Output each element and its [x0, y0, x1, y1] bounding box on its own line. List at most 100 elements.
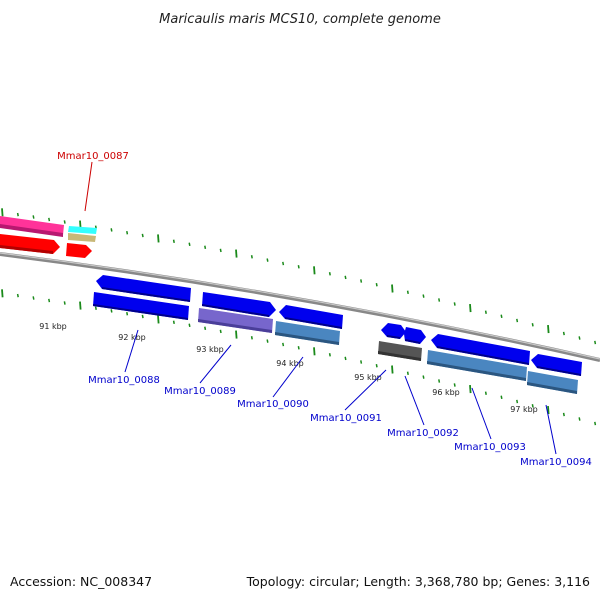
- gene-feature-mmar10-0093-steel[interactable]: [427, 350, 527, 381]
- inner-tick: [94, 306, 97, 310]
- outer-tick: [188, 242, 191, 247]
- genome-backbone-highlight: [0, 252, 600, 360]
- feature-steel-0094: [527, 371, 578, 394]
- outer-tick: [157, 234, 160, 243]
- outer-tick: [250, 255, 253, 259]
- gene-label-mmar10-0092[interactable]: Mmar10_0092: [387, 428, 459, 439]
- outer-tick: [594, 340, 597, 345]
- feature-purple-0089-shade: [198, 319, 272, 333]
- kbp-label-97: 97 kbp: [510, 405, 538, 414]
- genome-title: Maricaulis maris MCS10, complete genome: [159, 12, 441, 27]
- outer-tick: [484, 310, 487, 314]
- inner-tick: [204, 326, 207, 331]
- feature-gray-0091: [378, 341, 422, 361]
- feature-blue-0093a-shade: [437, 346, 529, 365]
- gene-feature-mmar10-0089-purple[interactable]: [198, 308, 273, 333]
- outer-tick: [516, 318, 519, 323]
- outer-tick: [219, 248, 222, 253]
- outer-tick: [282, 261, 285, 266]
- feature-blue-0089a-shade: [202, 304, 269, 317]
- gene-arrow-red-1[interactable]: [0, 234, 60, 254]
- feature-pink-top: [0, 216, 64, 235]
- gene-arrow-mmar10-0088-bottom[interactable]: [93, 292, 189, 320]
- feature-blue-0094a-shade: [537, 366, 581, 376]
- inner-tick: [375, 363, 378, 368]
- gene-arrow-mmar10-0091-a[interactable]: [381, 323, 406, 339]
- feature-blue-0088b-shade: [93, 304, 188, 320]
- gene-mmar10-0087-features[interactable]: [66, 226, 97, 258]
- inner-tick: [453, 383, 456, 387]
- gene-label-mmar10-0091[interactable]: Mmar10_0091: [310, 413, 382, 424]
- inner-tick: [578, 417, 581, 421]
- gene-arrow-mmar10-0088-top[interactable]: [96, 275, 191, 302]
- outer-tick: [562, 331, 565, 336]
- outer-tick: [531, 323, 534, 327]
- inner-tick: [328, 353, 331, 357]
- outer-tick: [500, 314, 503, 319]
- outer-tick: [469, 304, 472, 313]
- gene-label-mmar10-0094[interactable]: Mmar10_0094: [520, 457, 592, 468]
- gene-arrow-mmar10-0092-a[interactable]: [404, 327, 426, 344]
- gene-label-mmar10-0093[interactable]: Mmar10_0093: [454, 442, 526, 453]
- feature-blue-0089a: [202, 292, 276, 317]
- outer-tick: [63, 220, 66, 224]
- inner-tick: [282, 342, 285, 347]
- inner-tick: [469, 385, 472, 394]
- leader-mmar10-0093: [471, 387, 492, 440]
- inner-tick: [32, 296, 35, 300]
- kbp-label-93: 93 kbp: [196, 345, 224, 354]
- tick-marks-outer: [1, 208, 597, 345]
- genome-summary-label: Topology: circular; Length: 3,368,780 bp…: [246, 574, 590, 589]
- gene-feature-mmar10-0094-steel[interactable]: [527, 371, 578, 394]
- outer-tick: [266, 258, 269, 262]
- gene-arrow-pink-1[interactable]: [0, 216, 64, 237]
- gene-arrow-mmar10-0093-top[interactable]: [431, 334, 530, 365]
- leader-mmar10-0091: [344, 369, 387, 411]
- outer-tick: [328, 272, 331, 276]
- gene-arrow-mmar10-0094-top[interactable]: [531, 354, 582, 376]
- gene-arrow-mmar10-0090-top[interactable]: [279, 305, 343, 329]
- gene-label-mmar10-0088[interactable]: Mmar10_0088: [88, 375, 160, 386]
- inner-tick: [406, 371, 409, 376]
- gene-label-mmar10-0089[interactable]: Mmar10_0089: [164, 386, 236, 397]
- inner-tick: [79, 301, 82, 310]
- kbp-label-91: 91 kbp: [39, 322, 67, 331]
- feature-tan: [68, 233, 96, 242]
- genome-backbone: [0, 252, 600, 362]
- inner-tick: [188, 323, 191, 328]
- gene-arrow-mmar10-0089-top[interactable]: [202, 292, 276, 317]
- leader-mmar10-0087: [84, 161, 93, 212]
- feature-pink-shade: [0, 224, 63, 237]
- leader-mmar10-0088: [124, 329, 139, 373]
- gene-label-mmar10-0087[interactable]: Mmar10_0087: [57, 151, 129, 162]
- inner-tick: [547, 406, 550, 415]
- outer-tick: [32, 215, 35, 219]
- outer-tick: [204, 245, 207, 250]
- inner-tick: [484, 391, 487, 395]
- inner-tick: [16, 293, 19, 298]
- inner-tick: [126, 311, 129, 316]
- leader-mmar10-0094: [545, 404, 557, 455]
- outer-tick: [391, 284, 394, 293]
- gene-label-mmar10-0090[interactable]: Mmar10_0090: [237, 399, 309, 410]
- inner-tick: [297, 346, 300, 350]
- outer-tick: [16, 212, 19, 217]
- inner-tick: [235, 330, 238, 339]
- feature-blue-0090a-shade: [285, 317, 342, 329]
- inner-tick: [250, 336, 253, 340]
- inner-tick: [516, 399, 519, 404]
- outer-tick: [172, 239, 175, 244]
- gene-feature-mmar10-0090-steel[interactable]: [275, 321, 340, 345]
- feature-blue-0093a: [431, 334, 530, 365]
- outer-tick: [422, 294, 425, 298]
- inner-tick: [391, 365, 394, 374]
- feature-steel-0090: [275, 321, 340, 345]
- outer-tick: [344, 275, 347, 280]
- inner-tick: [422, 375, 425, 379]
- outer-tick: [126, 230, 129, 235]
- tick-marks-inner: [1, 289, 597, 426]
- gene-feature-mmar10-0091-gray[interactable]: [378, 341, 422, 361]
- feature-blue-0088a-shade: [102, 287, 190, 302]
